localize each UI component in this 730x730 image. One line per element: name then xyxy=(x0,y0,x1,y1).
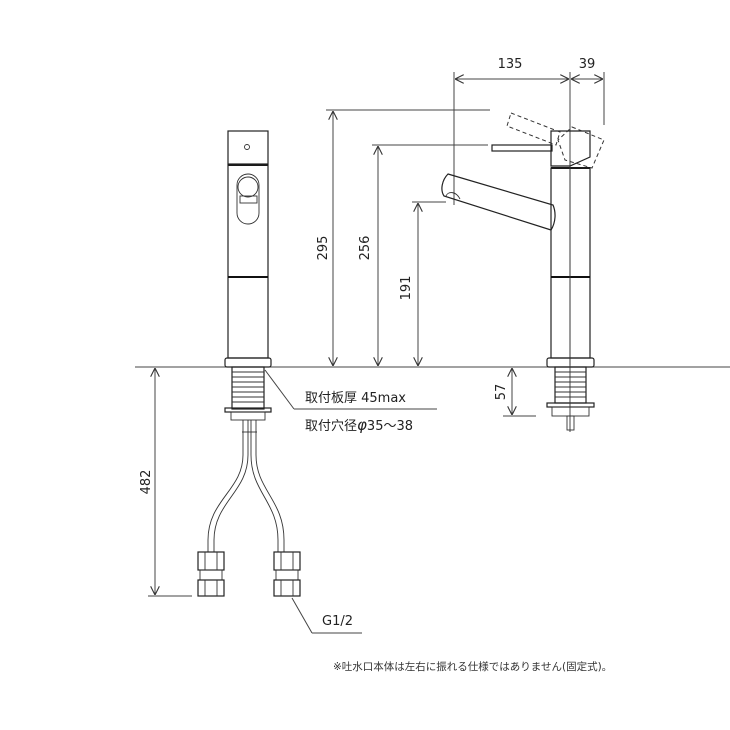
dimension-hose-length: 482 xyxy=(139,368,192,597)
thread-callout: G1/2 xyxy=(291,597,362,634)
dimension-heights: 295 256 191 xyxy=(316,109,490,366)
spout-height-label: 191 xyxy=(399,276,414,301)
mounting-hole-label: 取付穴径φ35～38 xyxy=(305,416,413,434)
handle-height-label: 256 xyxy=(358,236,373,261)
footnote: ※吐水口本体は左右に振れる仕様ではありません(固定式)。 xyxy=(333,660,612,673)
thread-label: G1/2 xyxy=(322,614,353,629)
spout-reach-label: 135 xyxy=(498,57,523,72)
counter-thickness-label: 取付板厚 45max xyxy=(305,391,406,406)
dimension-reach: 135 39 xyxy=(453,57,605,365)
side-view xyxy=(441,112,605,432)
dimension-shank: 57 xyxy=(494,368,536,417)
hose-length-label: 482 xyxy=(139,470,154,495)
total-height-label: 295 xyxy=(316,236,331,261)
mounting-callout: 取付板厚 45max 取付穴径φ35～38 xyxy=(264,369,437,434)
handle-offset-label: 39 xyxy=(579,57,596,72)
shank-length-label: 57 xyxy=(494,384,509,401)
front-view xyxy=(197,130,301,597)
